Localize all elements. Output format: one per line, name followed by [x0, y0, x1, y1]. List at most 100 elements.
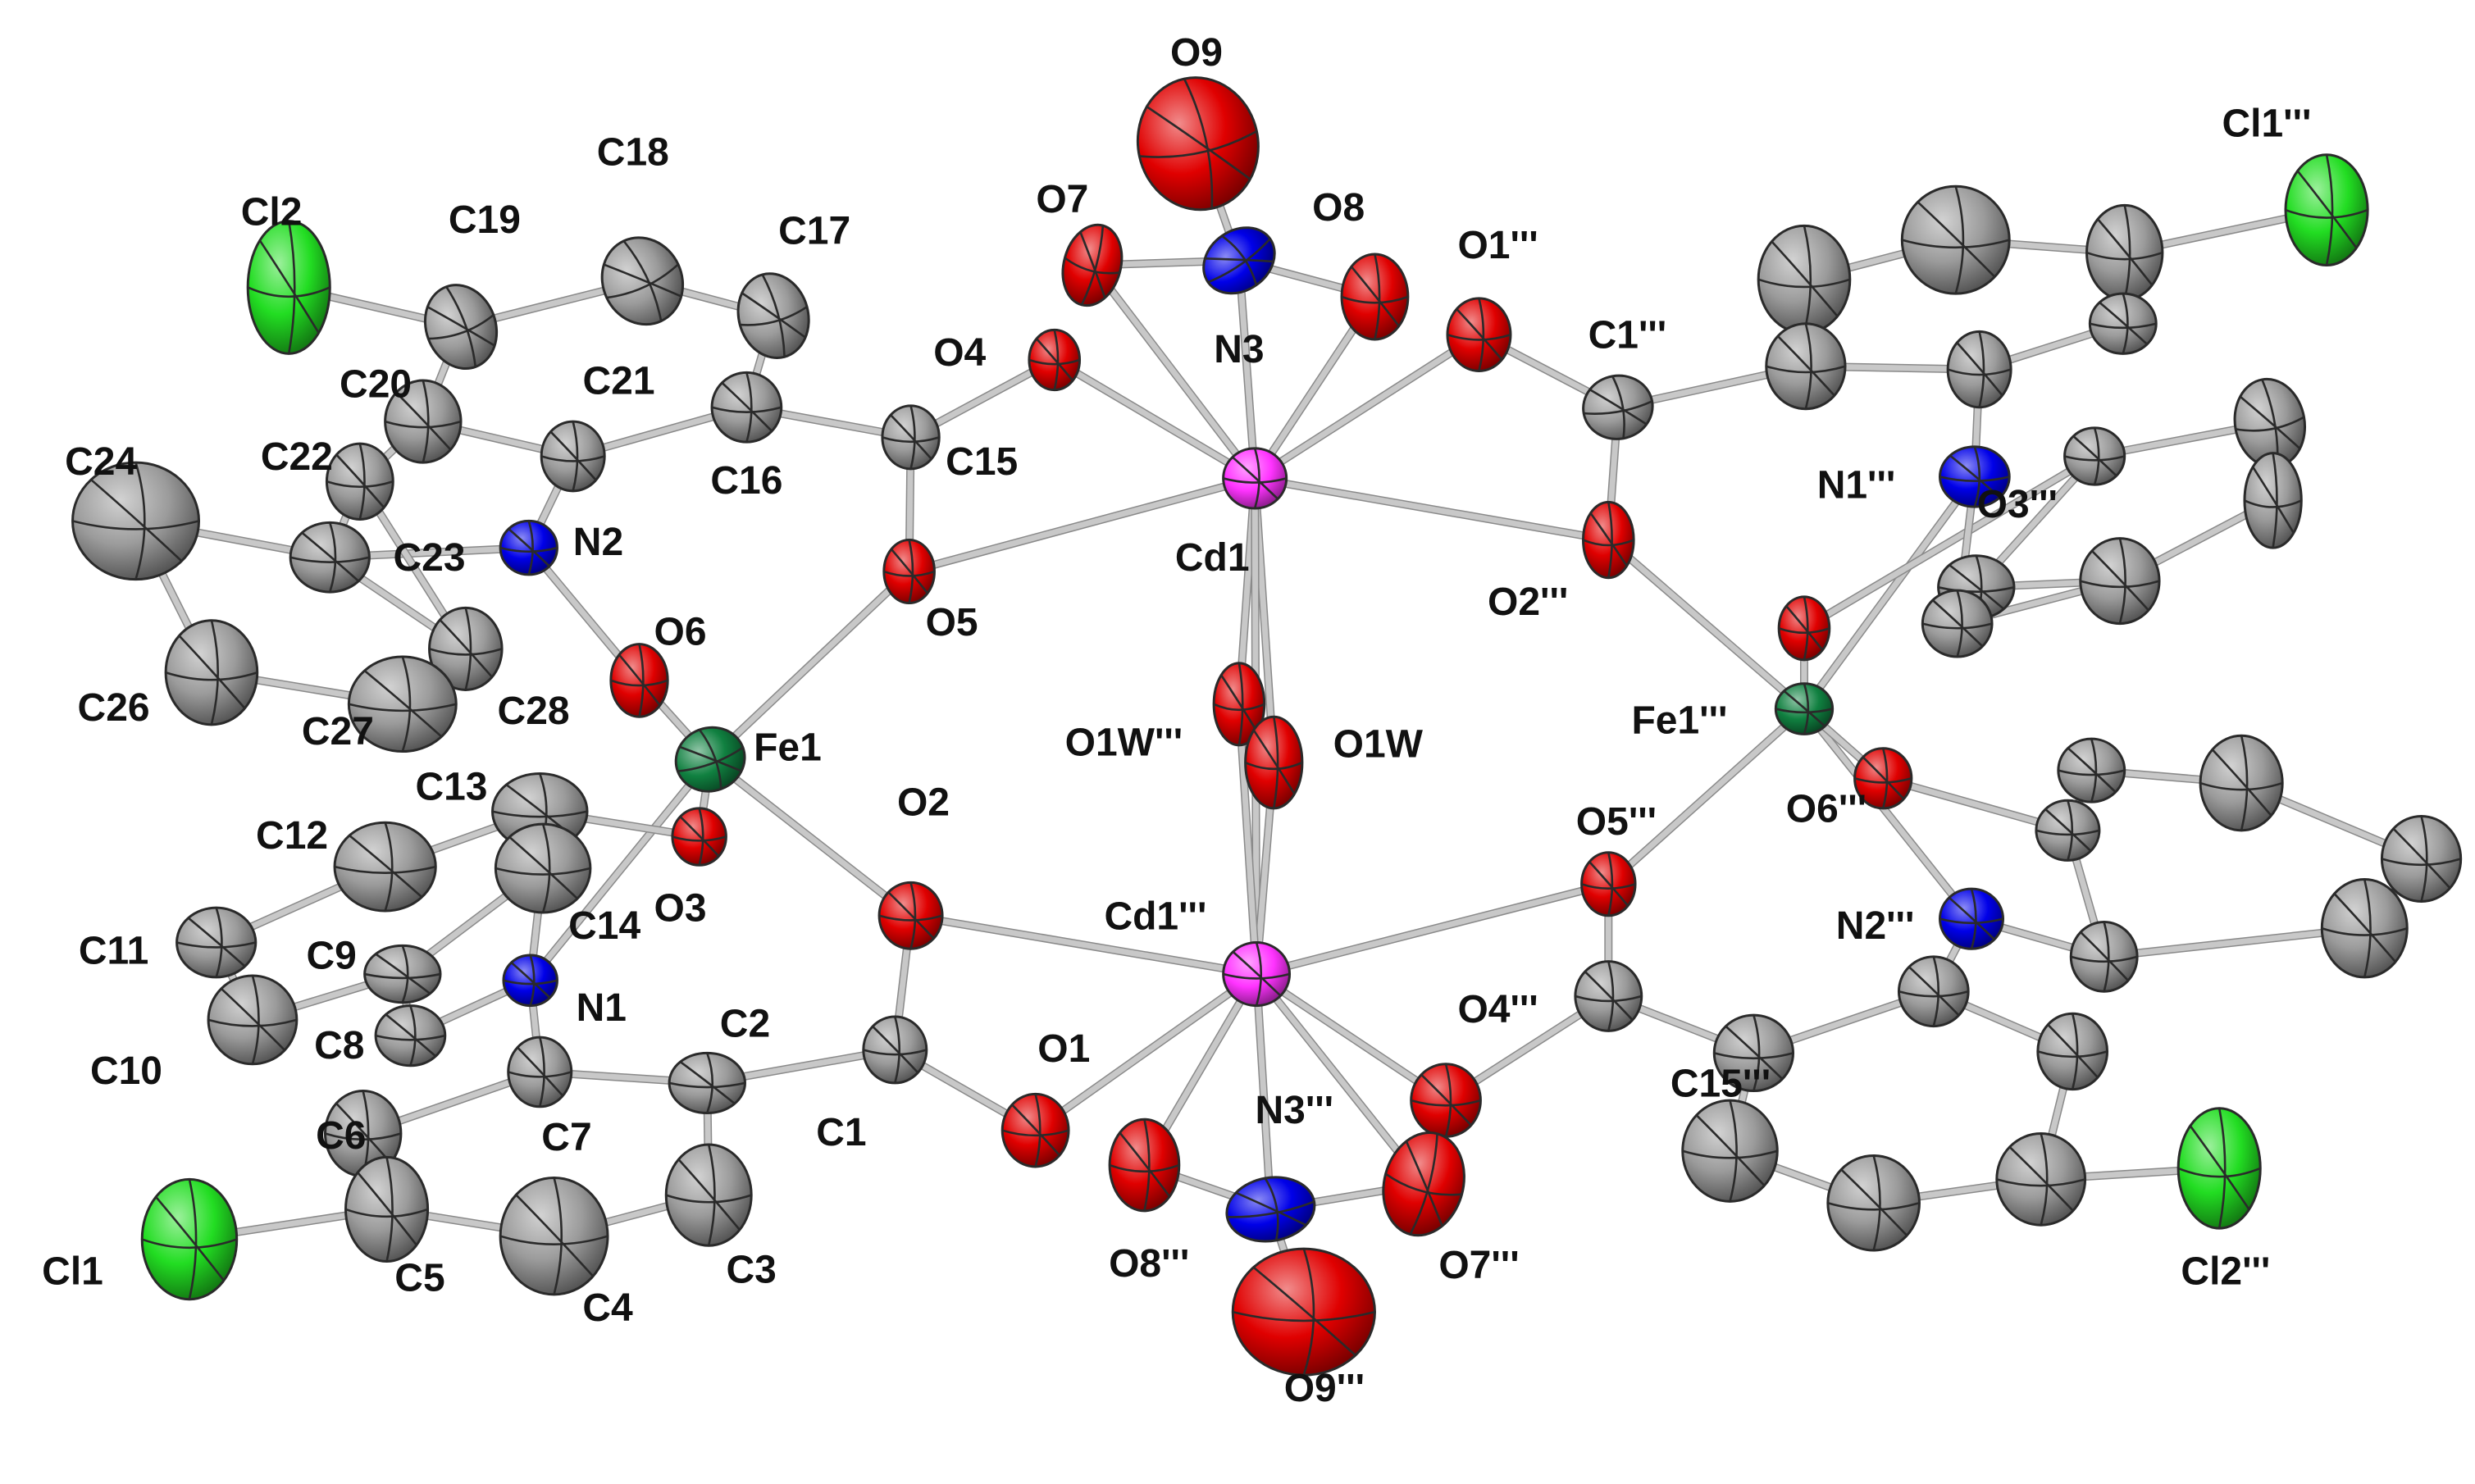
ellipsoid-axis — [495, 867, 591, 876]
atom-label: C4 — [582, 1286, 633, 1330]
atom-c-c21 — [540, 420, 606, 493]
ellipsoid-axis — [1954, 185, 1965, 294]
atom-c-r13 — [2057, 737, 2126, 803]
atom-c-c17 — [736, 272, 810, 360]
ellipsoid-axis — [289, 556, 370, 563]
ellipsoid-axis — [329, 521, 337, 593]
ellipsoid-octant-line — [155, 1196, 225, 1281]
atom-cl-cl1 — [140, 1177, 239, 1301]
ellipsoid-octant-line — [618, 654, 661, 706]
ellipsoid-octant-line — [2009, 1146, 2074, 1212]
atom-c-c15 — [881, 404, 941, 471]
atom-o-o1pp — [1446, 297, 1512, 373]
ellipsoid-octant-line — [677, 1159, 741, 1231]
ellipsoid-octant-line — [178, 635, 246, 709]
ellipsoid — [1136, 76, 1260, 212]
ellipsoid-octant-line — [427, 306, 495, 347]
ellipsoid-axis — [539, 1036, 545, 1108]
ellipsoid-axis — [1898, 990, 1969, 998]
atom-n-n3pp — [1225, 1176, 1316, 1243]
ellipsoid-octant-line — [1862, 756, 1905, 800]
ellipsoid-octant-line — [349, 835, 422, 898]
bond-Fe1pp-N1pp — [1801, 474, 1978, 712]
ellipsoid-axis — [698, 808, 704, 866]
atom-c-r16 — [2035, 799, 2101, 862]
bond-O1pp-Cd1 — [1251, 331, 1482, 481]
ellipsoid-axis — [606, 263, 679, 299]
ellipsoid-axis — [2235, 416, 2305, 432]
ellipsoid-axis — [2037, 1050, 2108, 1058]
atom-c-r2 — [2085, 203, 2164, 302]
atom-c-r21 — [2036, 1012, 2109, 1091]
ellipsoid-octant-line — [1205, 257, 1274, 263]
atom-c-c2 — [668, 1051, 746, 1115]
atom-n-n1 — [502, 954, 558, 1008]
atom-fe-fe1pp — [1774, 682, 1835, 735]
ellipsoid-axis — [2080, 580, 2160, 589]
atom-label: C18 — [597, 130, 669, 174]
ellipsoid-axis — [2122, 293, 2129, 354]
ellipsoid-axis — [1447, 333, 1511, 341]
ellipsoid-axis — [541, 823, 551, 913]
atom-layer — [71, 76, 2463, 1377]
ellipsoid — [2176, 1107, 2262, 1230]
atom-o-o1wp — [1212, 662, 1266, 747]
atom-label: O9 — [1170, 31, 1223, 75]
ellipsoid-axis — [1583, 539, 1634, 547]
atom-label: Cl2 — [241, 191, 303, 234]
ellipsoid-axis — [909, 405, 916, 470]
ellipsoid-axis — [610, 679, 668, 687]
ellipsoid-axis — [1996, 1178, 2085, 1187]
ellipsoid-octant-line — [1405, 1140, 1443, 1227]
atom-label: C16 — [710, 459, 782, 503]
ellipsoid-axis — [1341, 295, 1409, 304]
ellipsoid-octant-line — [680, 1061, 736, 1104]
atom-c-c9 — [363, 944, 442, 1004]
ellipsoid-axis — [287, 221, 296, 354]
atom-n-n3 — [1202, 226, 1276, 295]
ellipsoid-axis — [503, 979, 558, 986]
ellipsoid-octant-line — [1588, 861, 1629, 907]
ellipsoid-octant-line — [1252, 730, 1296, 794]
atom-c-c1pp — [1582, 374, 1654, 440]
ellipsoid-octant-line — [1785, 605, 1824, 651]
atom-c-c4 — [499, 1176, 609, 1296]
ellipsoid-axis — [2070, 955, 2138, 963]
ellipsoid-axis — [1854, 777, 1912, 784]
ellipsoid-axis — [2103, 922, 2110, 992]
ellipsoid-octant-line — [2392, 828, 2451, 889]
ellipsoid — [664, 1143, 753, 1247]
ellipsoid-axis — [422, 380, 430, 463]
ellipsoid-octant-line — [549, 430, 597, 481]
ellipsoid-octant-line — [301, 532, 359, 582]
ellipsoid-octant-line — [1456, 308, 1503, 361]
ellipsoid-axis — [883, 570, 935, 577]
atom-label: C2 — [720, 1002, 770, 1045]
atom-c-r22 — [1681, 1099, 1779, 1203]
atom-label: C12 — [256, 814, 328, 858]
ellipsoid-octant-line — [1236, 1191, 1306, 1227]
ellipsoid-axis — [1409, 1133, 1438, 1236]
atom-label: N1''' — [1817, 464, 1896, 508]
ellipsoid-axis — [1227, 1200, 1315, 1218]
ellipsoid-axis — [1478, 298, 1485, 371]
ellipsoid-axis — [1255, 942, 1262, 1006]
ellipsoid-octant-line — [2091, 550, 2149, 611]
ellipsoid-axis — [1872, 1155, 1881, 1251]
ellipsoid-axis — [188, 1179, 198, 1300]
ellipsoid-octant-line — [1949, 897, 1995, 940]
ellipsoid-axis — [2093, 427, 2100, 485]
ellipsoid-axis — [2272, 453, 2278, 549]
atom-o-o1 — [1000, 1092, 1070, 1168]
atom-label: C1 — [816, 1111, 866, 1154]
ellipsoid-octant-line — [1589, 512, 1628, 567]
ellipsoid-axis — [894, 1016, 901, 1084]
bond-Cd1pp-N3pp — [1253, 971, 1274, 1213]
atom-label: Cl2''' — [2181, 1250, 2270, 1294]
atom-o-o5pp — [1580, 851, 1637, 917]
ellipsoid-axis — [176, 941, 257, 949]
ellipsoid-axis — [2058, 769, 2126, 776]
atom-c-r3 — [1757, 224, 1852, 335]
bond-O4-Cd1 — [1051, 357, 1258, 481]
